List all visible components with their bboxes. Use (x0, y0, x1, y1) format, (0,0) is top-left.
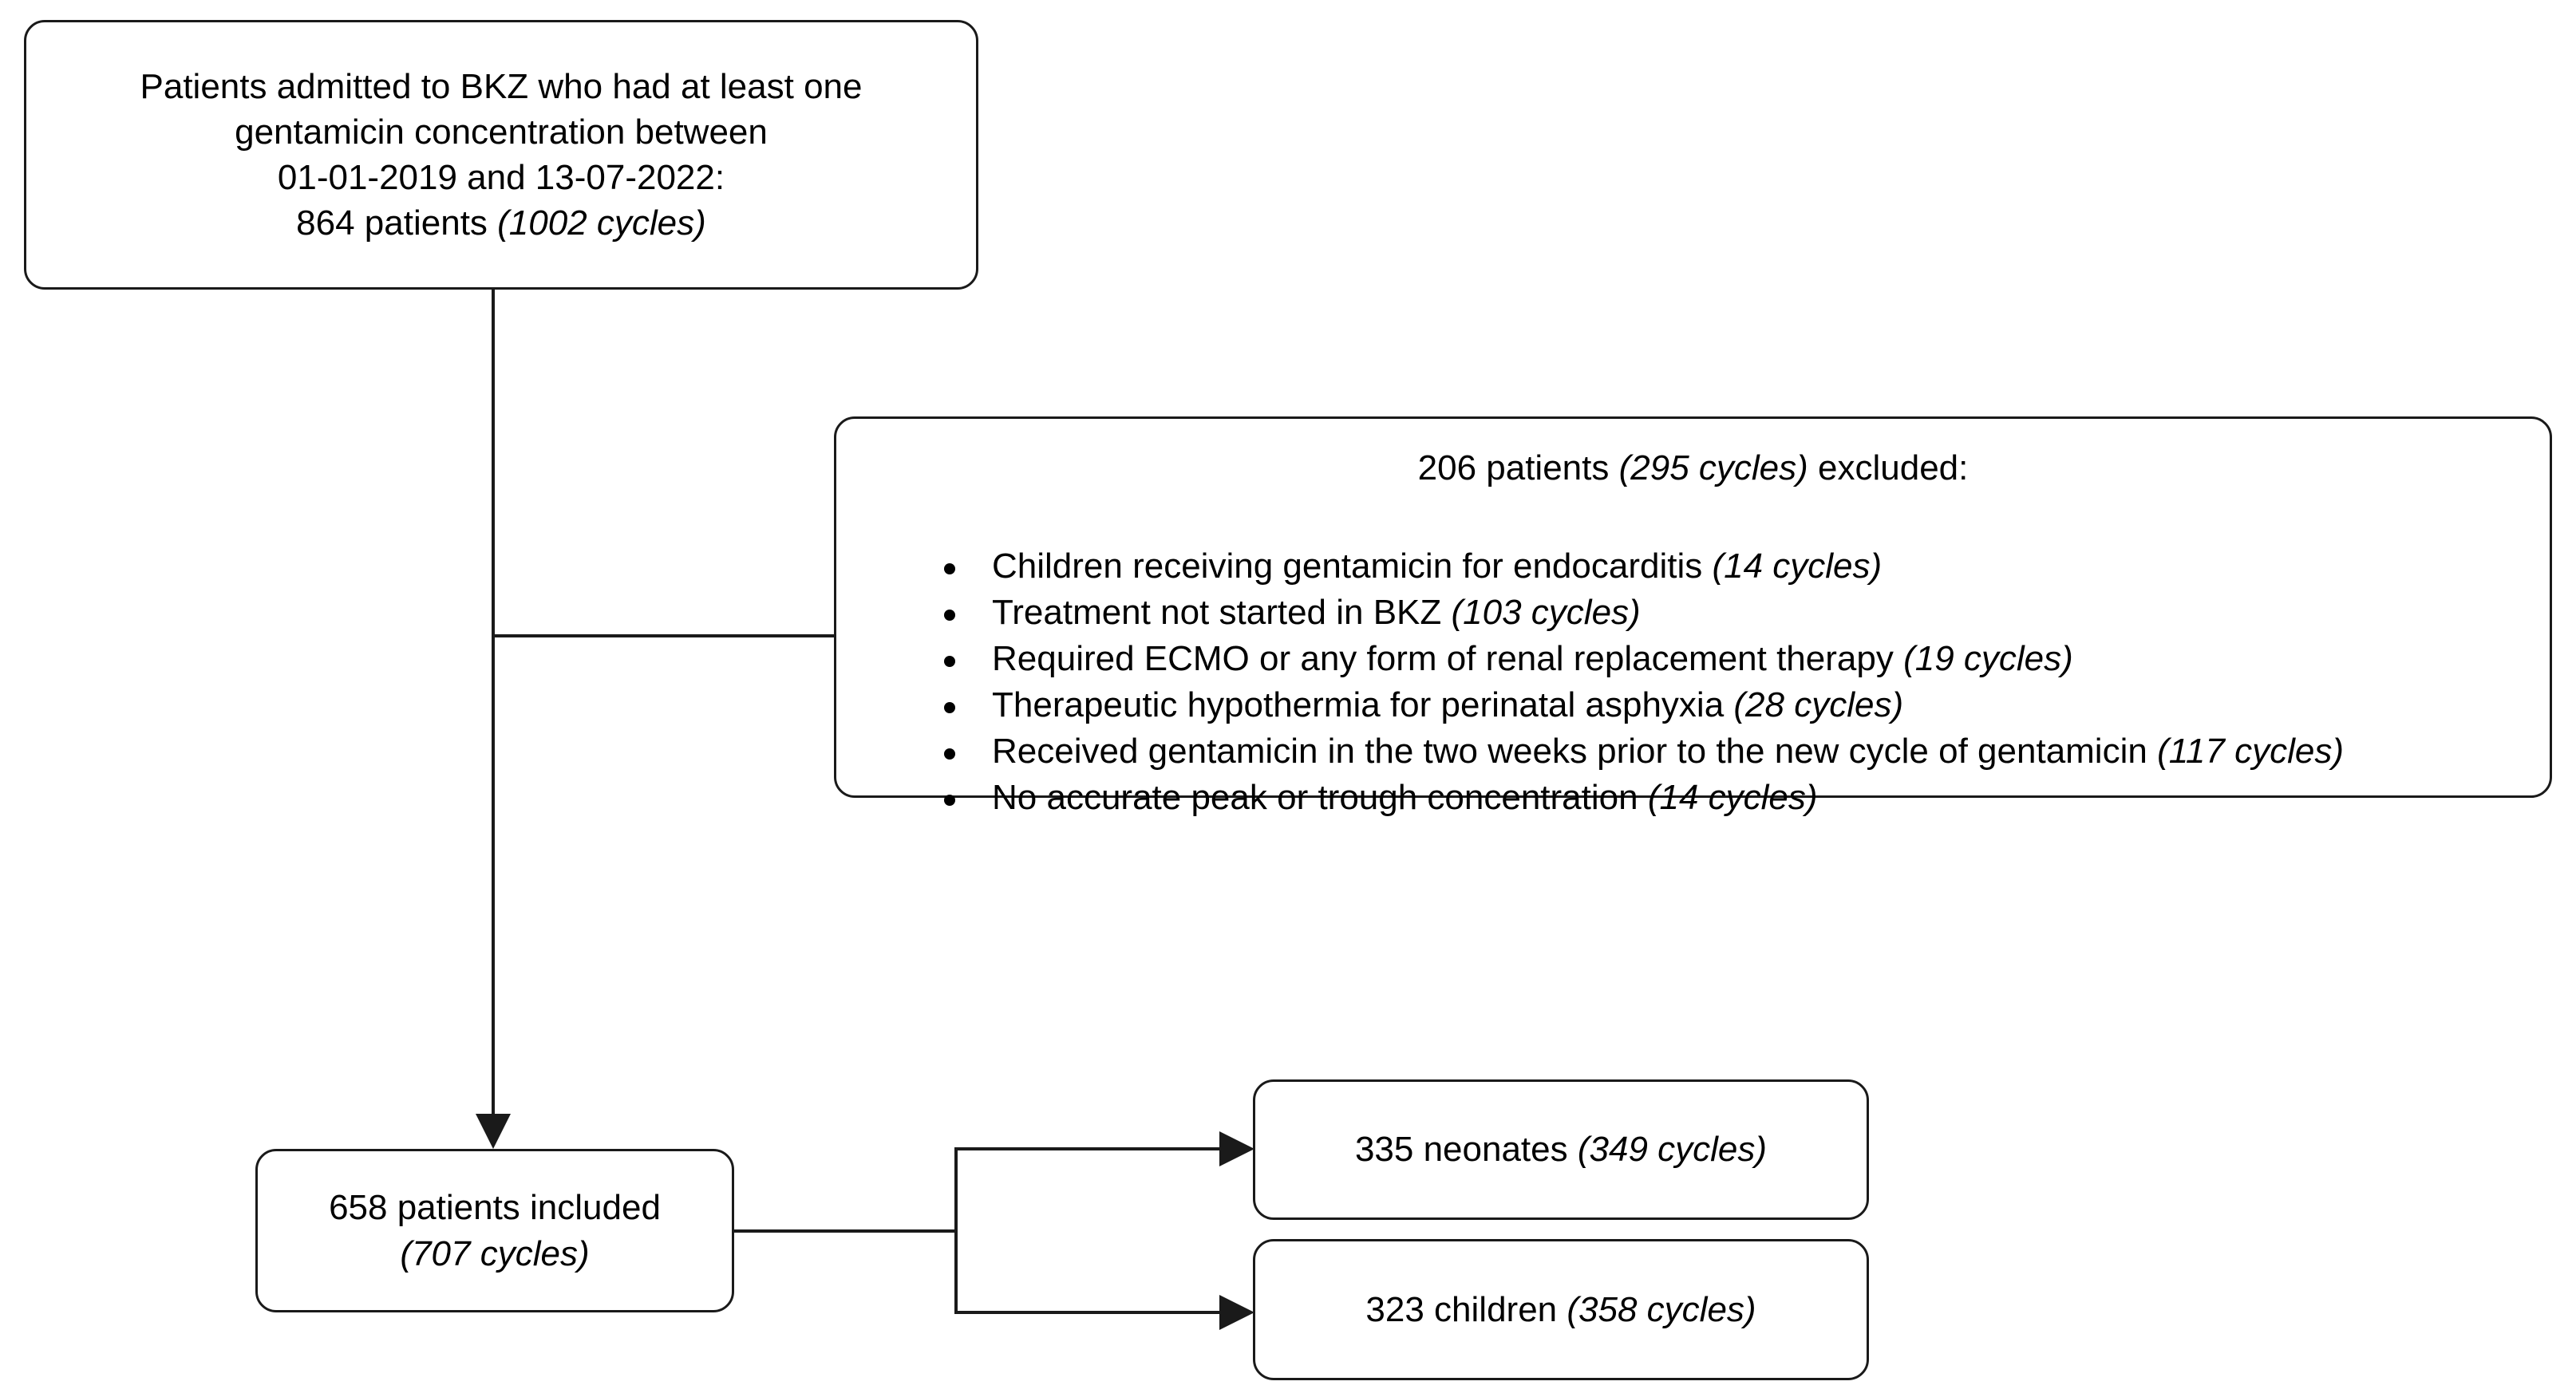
exclusion-text: Therapeutic hypothermia for perinatal as… (992, 685, 1734, 724)
children-cycles-count: (358 cycles) (1567, 1289, 1756, 1329)
exclusion-cycles: (117 cycles) (2157, 732, 2344, 771)
exclusion-cycles: (28 cycles) (1733, 685, 1904, 724)
connector-to-excluded-horizontal (492, 634, 836, 637)
arrowhead-right-children-icon (1219, 1295, 1254, 1330)
excluded-title: 206 patients (295 cycles) excluded: (836, 448, 2550, 490)
exclusion-cycles: (103 cycles) (1451, 593, 1641, 632)
list-item: Therapeutic hypothermia for perinatal as… (944, 682, 2344, 728)
excluded-patients-count: 206 patients (1417, 448, 1619, 487)
children-label: 323 children (358 cycles) (1255, 1287, 1867, 1332)
list-item: Required ECMO or any form of renal repla… (944, 636, 2344, 682)
arrowhead-right-neonates-icon (1219, 1131, 1254, 1166)
list-item: No accurate peak or trough concentration… (944, 775, 2344, 821)
exclusion-cycles: (14 cycles) (1712, 547, 1883, 586)
exclusion-cycles: (14 cycles) (1647, 778, 1818, 817)
connector-to-neonates-horizontal (954, 1147, 1226, 1150)
exclusion-text: Children receiving gentamicin for endoca… (992, 547, 1713, 586)
list-item: Children receiving gentamicin for endoca… (944, 543, 2344, 590)
arrowhead-down-icon (476, 1114, 511, 1149)
children-count: 323 children (1365, 1289, 1567, 1329)
neonates-label: 335 neonates (349 cycles) (1255, 1127, 1867, 1172)
excluded-cycles-count: (295 cycles) (1618, 448, 1808, 487)
source-line-1: Patients admitted to BKZ who had at leas… (140, 66, 863, 106)
exclusion-text: Treatment not started in BKZ (992, 593, 1452, 632)
source-line-4: 864 patients (1002 cycles) (41, 200, 962, 246)
exclusion-text: Received gentamicin in the two weeks pri… (992, 732, 2158, 771)
list-item: Received gentamicin in the two weeks pri… (944, 728, 2344, 775)
children-group-box: 323 children (358 cycles) (1253, 1239, 1869, 1380)
neonates-cycles-count: (349 cycles) (1577, 1130, 1768, 1170)
list-item: Treatment not started in BKZ (103 cycles… (944, 590, 2344, 636)
excluded-title-suffix: excluded: (1808, 448, 1969, 487)
neonates-count: 335 neonates (1354, 1130, 1578, 1170)
source-cycles-count: (1002 cycles) (497, 203, 706, 243)
connector-source-to-included-vertical (492, 289, 495, 1119)
source-population-box: Patients admitted to BKZ who had at leas… (24, 20, 978, 290)
included-line-1: 658 patients included (329, 1188, 661, 1228)
exclusion-criteria-list: Children receiving gentamicin for endoca… (944, 543, 2344, 821)
neonates-group-box: 335 neonates (349 cycles) (1253, 1079, 1869, 1220)
connector-included-split-horizontal (733, 1229, 958, 1233)
connector-to-children-horizontal (954, 1311, 1226, 1314)
included-population-box: 658 patients included (707 cycles) (255, 1149, 734, 1312)
source-line-3: 01-01-2019 and 13-07-2022: (277, 158, 725, 197)
exclusion-cycles: (19 cycles) (1903, 639, 2073, 678)
exclusion-text: Required ECMO or any form of renal repla… (992, 639, 1904, 678)
source-line-2: gentamicin concentration between (235, 112, 768, 152)
excluded-population-box: 206 patients (295 cycles) excluded: Chil… (834, 416, 2552, 817)
exclusion-text: No accurate peak or trough concentration (992, 778, 1648, 817)
source-patients-count: 864 patients (296, 203, 498, 243)
included-cycles-count: (707 cycles) (400, 1233, 590, 1273)
connector-included-split-vertical (954, 1147, 958, 1312)
